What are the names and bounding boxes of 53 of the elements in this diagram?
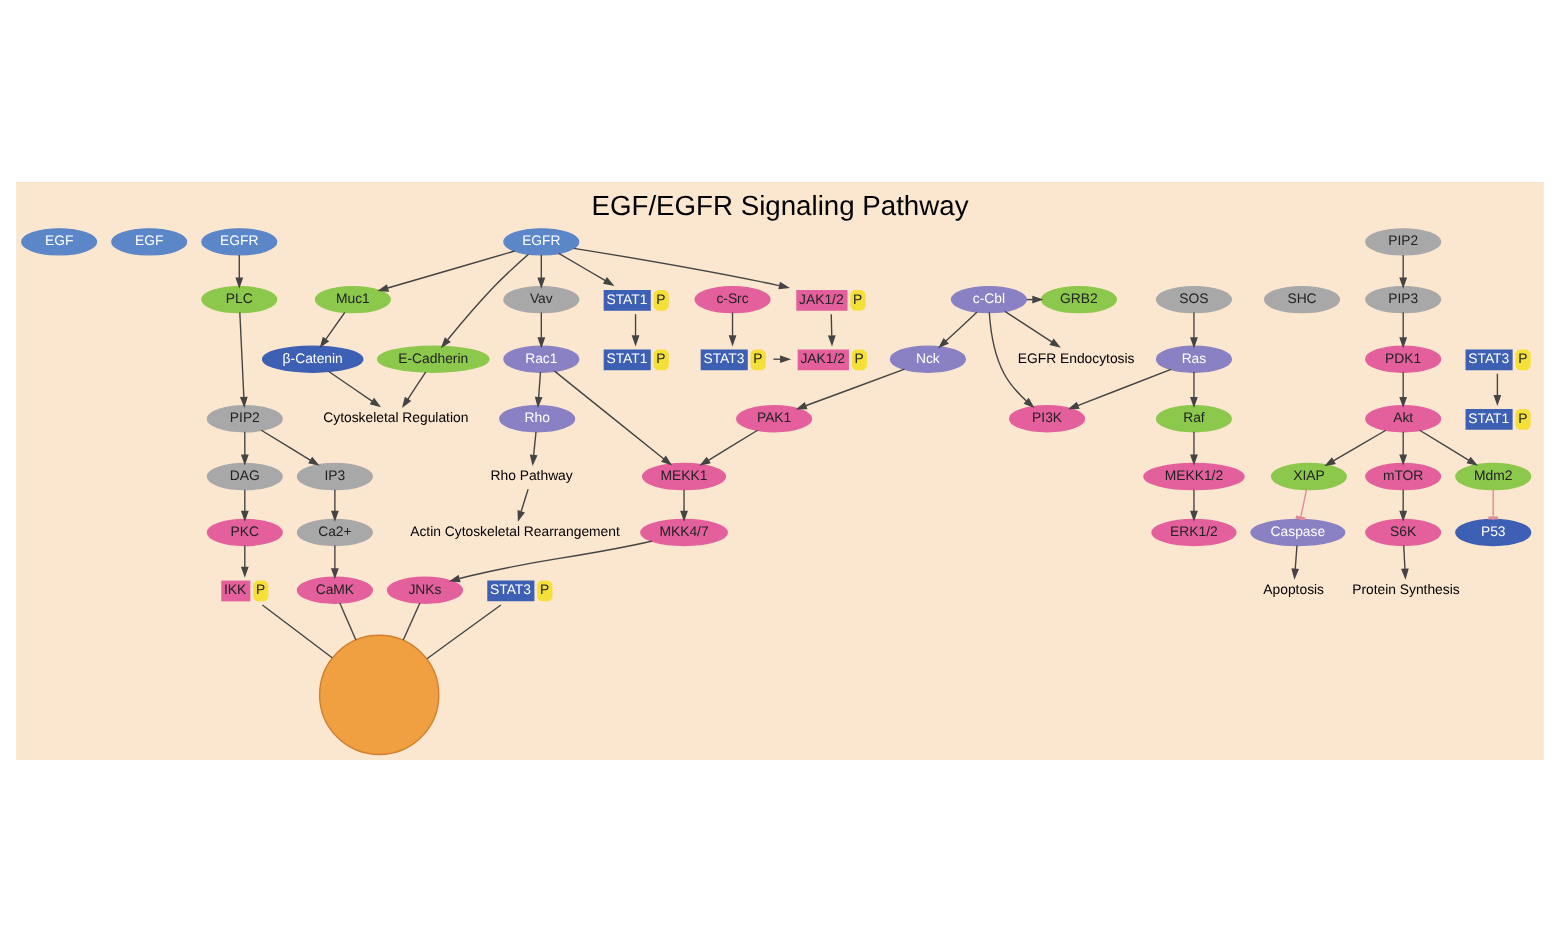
node-circle bbox=[318, 633, 440, 755]
arrow bbox=[1399, 370, 1408, 407]
arrow bbox=[631, 312, 640, 346]
arrow bbox=[1190, 370, 1198, 407]
arrow bbox=[1291, 543, 1300, 579]
arrow bbox=[1190, 488, 1198, 521]
arrow bbox=[795, 367, 906, 409]
arrow bbox=[1190, 430, 1198, 465]
arrow bbox=[240, 488, 249, 521]
diagram-title: EGF/EGFR Signaling Pathway bbox=[591, 188, 969, 221]
arrow bbox=[772, 354, 792, 363]
arrow bbox=[537, 310, 546, 348]
arrow bbox=[331, 543, 339, 579]
arrow bbox=[827, 312, 836, 346]
arrow bbox=[699, 428, 759, 465]
arrow bbox=[988, 310, 1035, 408]
arrow bbox=[1419, 428, 1478, 465]
arrow bbox=[557, 251, 615, 285]
arrow bbox=[1324, 428, 1387, 466]
arrow bbox=[938, 310, 978, 348]
arrow bbox=[440, 252, 530, 348]
arrow bbox=[240, 430, 249, 465]
connector bbox=[261, 603, 333, 658]
connector bbox=[402, 601, 421, 640]
arrow bbox=[537, 253, 546, 288]
arrow bbox=[328, 369, 382, 407]
connector bbox=[426, 603, 502, 659]
arrow bbox=[1399, 430, 1408, 465]
arrow bbox=[1067, 367, 1172, 409]
arrow bbox=[517, 487, 529, 521]
arrow bbox=[448, 539, 653, 582]
arrow bbox=[235, 253, 244, 288]
arrow bbox=[1004, 309, 1061, 347]
arrow bbox=[1399, 253, 1408, 288]
arrow bbox=[331, 488, 339, 521]
arrow bbox=[728, 310, 737, 346]
arrow bbox=[534, 370, 543, 407]
arrow bbox=[402, 370, 427, 408]
arrow bbox=[240, 543, 249, 577]
arrow bbox=[1401, 543, 1409, 579]
arrow bbox=[260, 428, 320, 465]
arrow bbox=[529, 430, 538, 465]
arrow bbox=[1190, 310, 1198, 348]
arrow bbox=[319, 310, 346, 348]
arrow bbox=[680, 488, 688, 521]
arrow bbox=[1399, 310, 1408, 348]
arrow bbox=[573, 246, 790, 289]
arrow bbox=[1399, 488, 1408, 521]
arrow bbox=[1493, 372, 1502, 405]
arrow bbox=[377, 249, 516, 291]
arrow bbox=[239, 310, 248, 407]
arrow bbox=[553, 369, 673, 465]
connector bbox=[339, 601, 357, 640]
